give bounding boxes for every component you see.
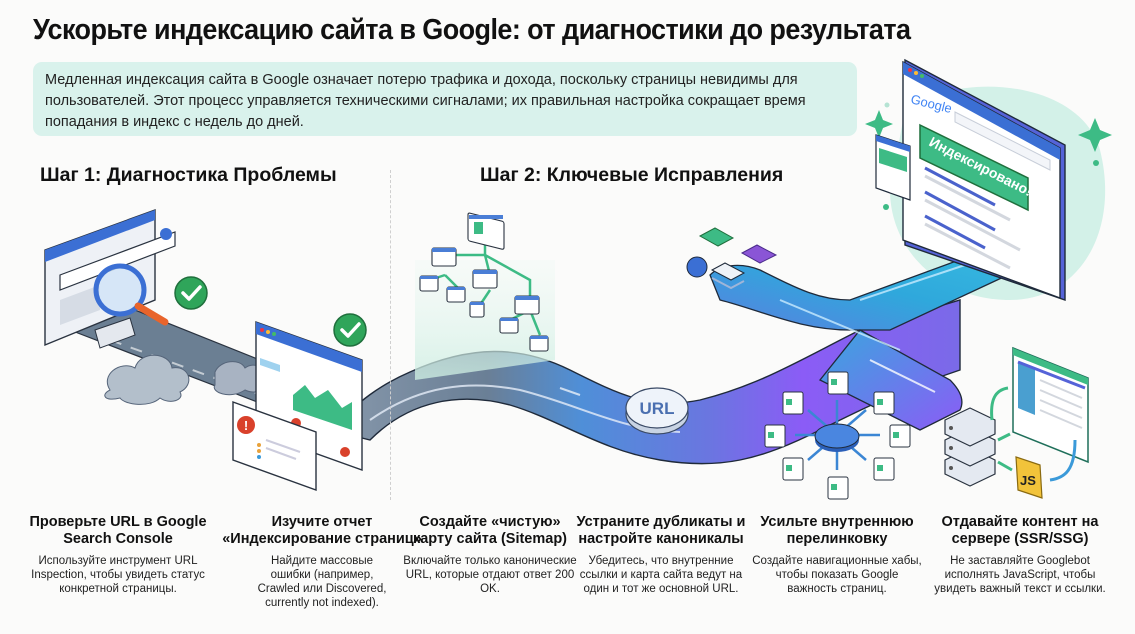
card-title: Изучите отчет «Индексирование страниц» bbox=[222, 514, 422, 547]
rendered-page-icon bbox=[1012, 346, 1089, 464]
url-badge: URL bbox=[625, 387, 689, 435]
card-description: Используйте инструмент URL Inspection, ч… bbox=[31, 555, 205, 595]
card-title: Создайте «чистую» карту сайта (Sitemap) bbox=[412, 514, 568, 547]
canonical-icons bbox=[686, 227, 778, 290]
sitemap-tree-icon bbox=[415, 212, 555, 380]
card-indexing-report: Изучите отчет «Индексирование страниц» Н… bbox=[222, 514, 422, 610]
svg-text:JS: JS bbox=[1020, 473, 1036, 488]
cloud-icon bbox=[104, 354, 190, 405]
road-branch-up bbox=[709, 244, 1042, 331]
card-description: Не заставляйте Googlebot исполнять JavaS… bbox=[934, 555, 1106, 595]
javascript-badge: JS bbox=[1015, 456, 1043, 499]
card-title: Проверьте URL в Google Search Console bbox=[29, 514, 207, 547]
google-indexed-window: Google Индексировано! bbox=[902, 58, 1066, 301]
card-url-inspection: Проверьте URL в Google Search Console Ис… bbox=[28, 514, 208, 596]
card-title: Устраните дубликаты и настройте каноника… bbox=[576, 514, 746, 547]
step-1-heading: Шаг 1: Диагностика Проблемы bbox=[40, 164, 337, 186]
section-divider bbox=[390, 170, 391, 500]
card-description: Убедитесь, что внутренние ссылки и карта… bbox=[579, 555, 743, 595]
error-popup-icon: ! bbox=[232, 401, 317, 491]
card-internal-linking: Усильте внутреннюю перелинковку Создайте… bbox=[752, 514, 922, 596]
card-description: Создайте навигационные хабы, чтобы показ… bbox=[752, 555, 922, 595]
card-description: Включайте только канонические URL, котор… bbox=[403, 555, 577, 595]
road-branch-down bbox=[818, 329, 963, 431]
card-description: Найдите массовые ошибки (например, Crawl… bbox=[257, 555, 387, 609]
server-stack-icon bbox=[944, 407, 996, 487]
card-sitemap: Создайте «чистую» карту сайта (Sitemap) … bbox=[400, 514, 580, 596]
internal-linking-hub-icon bbox=[764, 371, 911, 500]
card-title: Отдавайте контент на сервере (SSR/SSG) bbox=[941, 514, 1099, 547]
card-canonicals: Устраните дубликаты и настройте каноника… bbox=[572, 514, 750, 596]
svg-text:!: ! bbox=[244, 418, 248, 433]
card-title: Усильте внутреннюю перелинковку bbox=[760, 514, 914, 547]
intro-callout: Медленная индексация сайта в Google озна… bbox=[33, 62, 857, 136]
card-ssr: Отдавайте контент на сервере (SSR/SSG) Н… bbox=[934, 514, 1106, 596]
step-cards: Проверьте URL в Google Search Console Ис… bbox=[0, 514, 1135, 634]
check-icon bbox=[333, 313, 367, 347]
svg-text:URL: URL bbox=[640, 399, 675, 418]
monitor-with-magnifier-icon bbox=[44, 209, 176, 349]
page-card-icon bbox=[875, 134, 911, 201]
check-icon bbox=[174, 276, 208, 310]
step-2-heading: Шаг 2: Ключевые Исправления bbox=[480, 164, 784, 186]
page-title: Ускорьте индексацию сайта в Google: от д… bbox=[33, 14, 911, 46]
